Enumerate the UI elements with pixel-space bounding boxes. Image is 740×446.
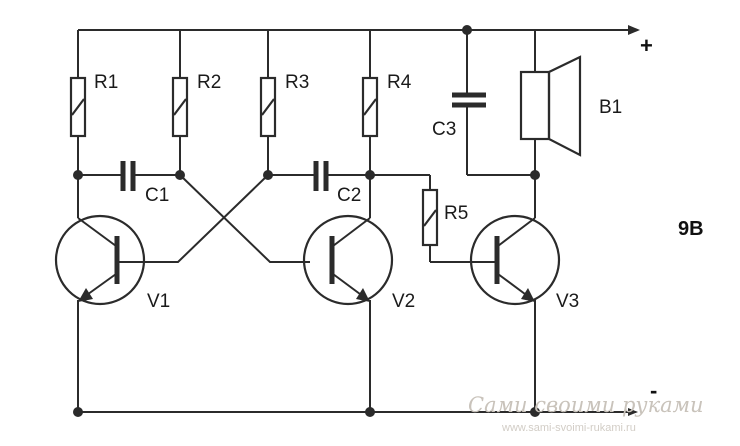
negative-arrow bbox=[628, 408, 638, 416]
label-c2: C2 bbox=[337, 185, 361, 206]
label-v2: V2 bbox=[392, 291, 415, 312]
label-r5: R5 bbox=[444, 203, 468, 224]
junction-dot bbox=[365, 407, 375, 417]
resistor-r3 bbox=[259, 30, 277, 175]
label-c3: C3 bbox=[432, 119, 456, 140]
resistor-r4 bbox=[361, 30, 379, 175]
resistor-r1 bbox=[69, 30, 87, 175]
capacitor-c3 bbox=[452, 30, 535, 176]
resistor-r2 bbox=[171, 30, 189, 175]
junction-dot bbox=[365, 170, 375, 180]
label-v1: V1 bbox=[147, 291, 170, 312]
label-c1: C1 bbox=[145, 185, 169, 206]
resistor-r5 bbox=[421, 175, 495, 263]
junction-dot bbox=[73, 170, 83, 180]
transistor-v1 bbox=[54, 175, 146, 412]
speaker-b1 bbox=[519, 30, 582, 175]
junction-dot bbox=[73, 407, 83, 417]
capacitor-c1 bbox=[78, 161, 180, 191]
minus-terminal-label: - bbox=[650, 378, 657, 403]
positive-arrow bbox=[628, 25, 640, 35]
junction-dot bbox=[263, 170, 273, 180]
supply-voltage-label: 9B bbox=[678, 218, 704, 240]
cross-wire-1 bbox=[179, 174, 310, 263]
plus-terminal-label: + bbox=[640, 33, 653, 58]
transistor-v3 bbox=[469, 175, 561, 412]
label-v3: V3 bbox=[556, 291, 579, 312]
label-b1: B1 bbox=[599, 97, 622, 118]
junction-dot bbox=[175, 170, 185, 180]
label-r4: R4 bbox=[387, 72, 412, 93]
label-r1: R1 bbox=[94, 72, 118, 93]
watermark-site: www.sami-svoimi-rukami.ru bbox=[501, 422, 636, 434]
transistor-v2 bbox=[302, 175, 394, 412]
label-r3: R3 bbox=[285, 72, 309, 93]
label-r2: R2 bbox=[197, 72, 221, 93]
junction-dot bbox=[530, 407, 540, 417]
cross-wire-2 bbox=[118, 174, 269, 263]
junction-dot bbox=[462, 25, 472, 35]
watermark-title: Сами своими руками bbox=[468, 393, 704, 417]
junction-dot bbox=[530, 170, 540, 180]
capacitor-c2 bbox=[268, 161, 430, 191]
